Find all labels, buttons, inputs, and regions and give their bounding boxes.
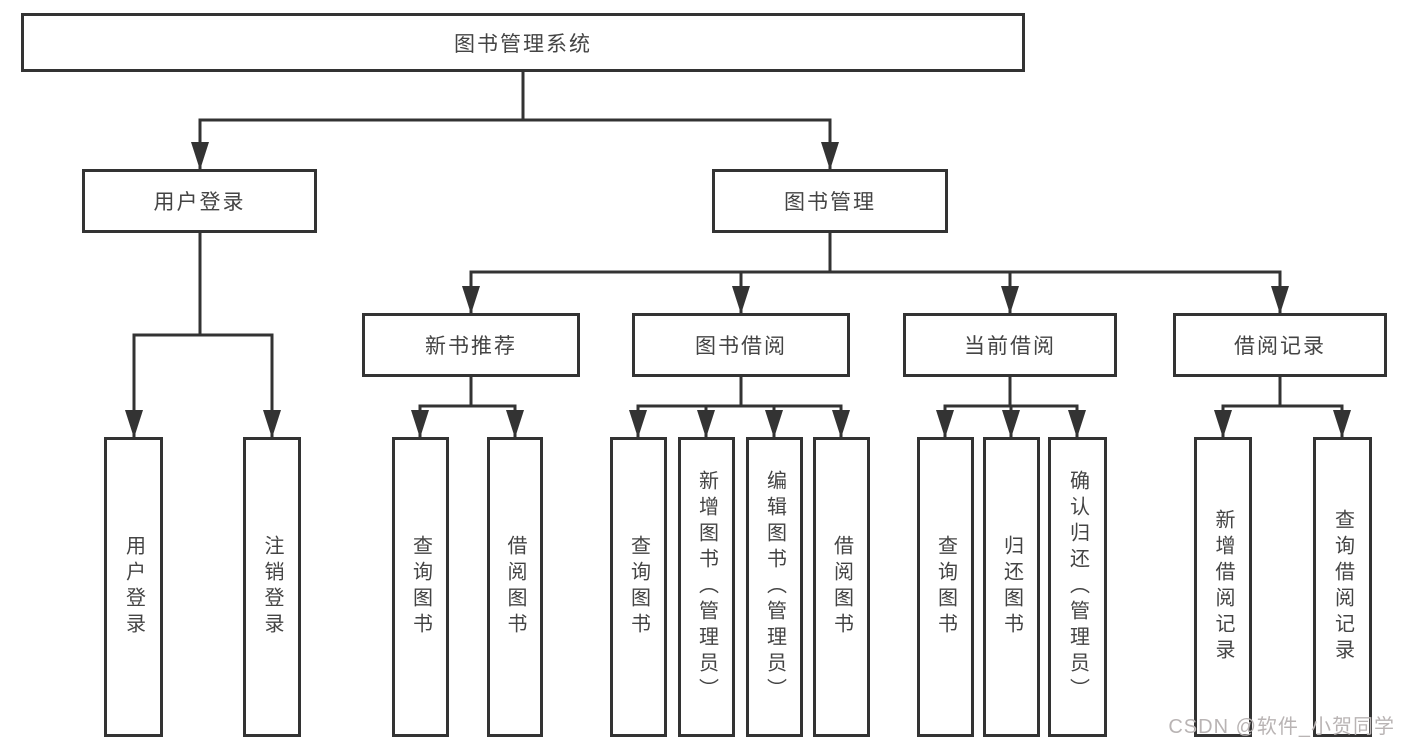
node-library-system-root: 图书管理系统 [21,13,1025,72]
leaf-label: 查询图书 [409,535,432,639]
leaf-label: 新增图书（管理员） [695,470,718,704]
leaf-label: 用户登录 [122,535,145,639]
leaf-confirm-return-admin: 确认归还（管理员） [1048,437,1107,737]
leaf-logout: 注销登录 [243,437,301,737]
leaf-label: 查询图书 [934,535,957,639]
leaf-add-book-admin: 新增图书（管理员） [678,437,735,737]
node-label: 当前借阅 [964,335,1056,358]
leaf-return-books: 归还图书 [983,437,1040,737]
node-new-book-recommend: 新书推荐 [362,313,580,377]
node-current-borrowing: 当前借阅 [903,313,1117,377]
leaf-user-login: 用户登录 [104,437,163,737]
leaf-query-books-borrowing: 查询图书 [610,437,667,737]
node-borrow-records: 借阅记录 [1173,313,1387,377]
node-label: 用户登录 [153,191,246,214]
node-label: 图书管理系统 [454,32,592,56]
leaf-query-books-current: 查询图书 [917,437,974,737]
leaf-query-books-recommend: 查询图书 [392,437,449,737]
leaf-label: 编辑图书（管理员） [763,470,786,704]
leaf-label: 确认归还（管理员） [1066,470,1089,704]
leaf-label: 归还图书 [1000,535,1023,639]
leaf-edit-book-admin: 编辑图书（管理员） [746,437,803,737]
leaf-label: 新增借阅记录 [1212,509,1234,665]
node-label: 新书推荐 [425,335,517,358]
node-user-login: 用户登录 [82,169,317,233]
leaf-label: 借阅图书 [504,535,526,639]
node-book-management: 图书管理 [712,169,948,233]
node-label: 图书管理 [784,191,876,214]
node-label: 图书借阅 [695,335,787,358]
node-label: 借阅记录 [1234,335,1326,358]
csdn-watermark: CSDN @软件_小贺同学 [1168,716,1395,738]
leaf-add-borrow-record: 新增借阅记录 [1194,437,1252,737]
node-book-borrowing: 图书借阅 [632,313,850,377]
leaf-label: 借阅图书 [830,535,853,639]
leaf-query-borrow-record: 查询借阅记录 [1313,437,1372,737]
leaf-label: 查询借阅记录 [1331,509,1354,665]
leaf-label: 查询图书 [627,535,650,639]
leaf-borrow-books-borrowing: 借阅图书 [813,437,870,737]
leaf-borrow-books-recommend: 借阅图书 [487,437,543,737]
leaf-label: 注销登录 [261,535,283,639]
